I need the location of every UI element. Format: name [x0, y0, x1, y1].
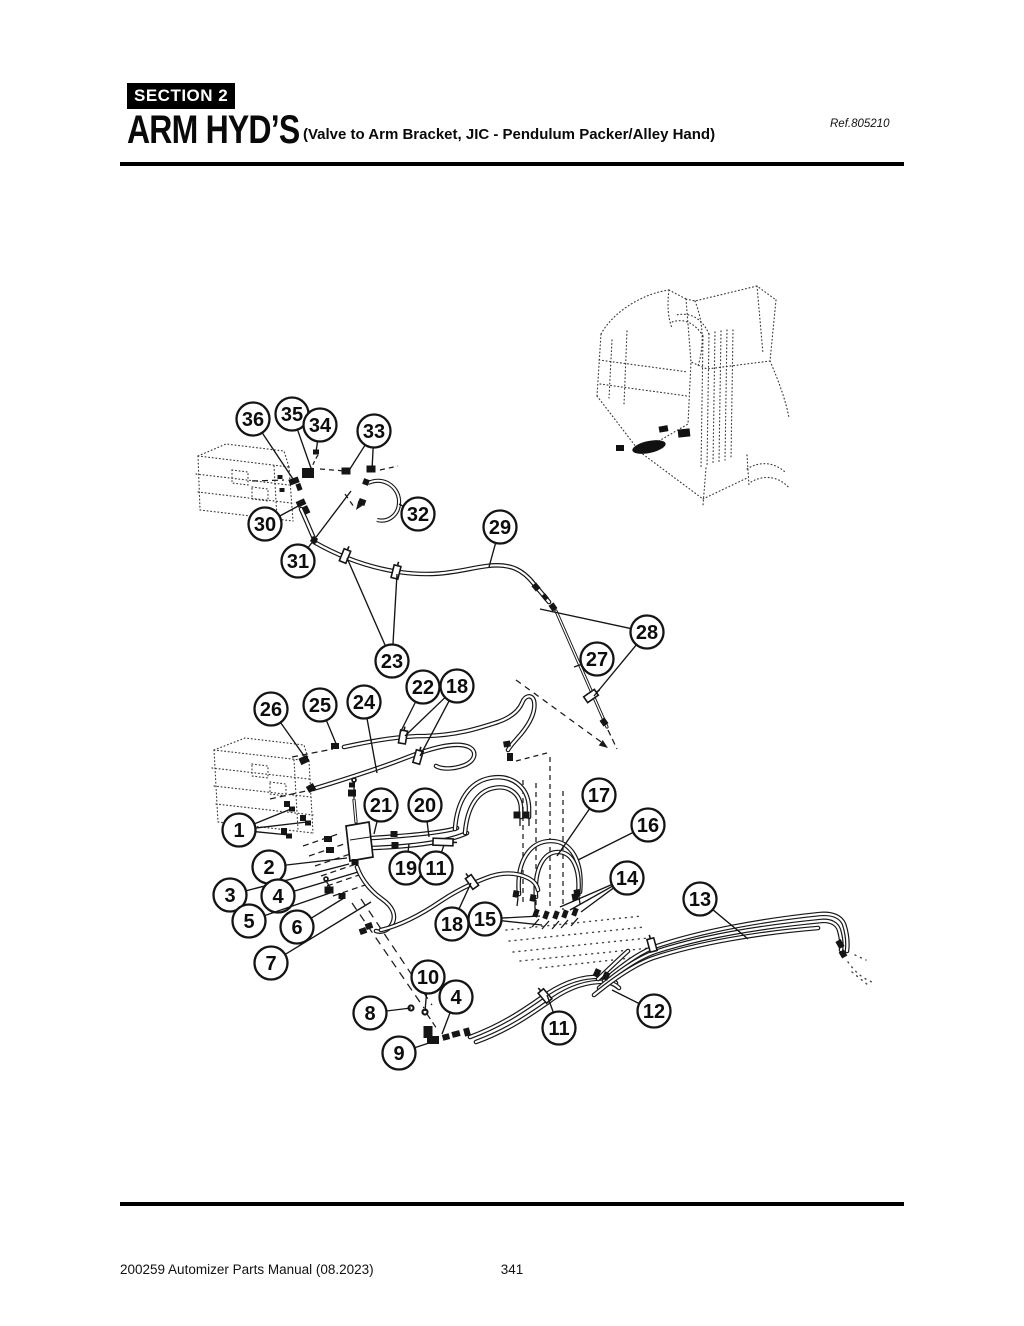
callout-9: 9 — [381, 1035, 436, 1071]
svg-text:11: 11 — [425, 858, 446, 880]
svg-text:33: 33 — [363, 421, 385, 443]
callout-35: 35 — [274, 396, 313, 472]
svg-text:32: 32 — [407, 504, 429, 526]
svg-text:1: 1 — [233, 820, 244, 842]
reference-number: Ref.805210 — [830, 118, 890, 130]
svg-text:12: 12 — [643, 1001, 665, 1023]
svg-text:4: 4 — [450, 987, 462, 1009]
svg-text:29: 29 — [489, 517, 511, 539]
callout-6: 6 — [279, 897, 345, 945]
svg-text:13: 13 — [689, 889, 711, 911]
callout-34: 34 — [302, 407, 338, 453]
callout-8: 8 — [352, 995, 412, 1031]
footer-manual-name: 200259 Automizer Parts Manual (08.2023) — [120, 1262, 374, 1277]
callout-28: 28 — [539, 608, 665, 697]
callout-24: 24 — [346, 684, 382, 774]
svg-text:3: 3 — [224, 885, 235, 907]
svg-text:9: 9 — [393, 1043, 404, 1065]
svg-text:20: 20 — [414, 795, 436, 817]
callout-27: 27 — [573, 641, 615, 677]
callout-21: 21 — [363, 787, 399, 835]
callout-18: 18 — [404, 668, 475, 757]
svg-text:14: 14 — [616, 868, 639, 890]
svg-text:26: 26 — [260, 699, 282, 721]
svg-text:5: 5 — [243, 911, 254, 933]
page-subtitle: (Valve to Arm Bracket, JIC - Pendulum Pa… — [303, 126, 716, 143]
callout-11: 11 — [541, 994, 577, 1046]
callout-36: 36 — [235, 401, 296, 483]
callout-20: 20 — [407, 787, 443, 838]
callout-7: 7 — [253, 901, 372, 981]
svg-text:7: 7 — [265, 953, 276, 975]
callout-17: 17 — [556, 777, 617, 857]
svg-text:34: 34 — [309, 415, 332, 437]
svg-text:10: 10 — [417, 967, 439, 989]
svg-text:24: 24 — [353, 692, 376, 714]
callout-19: 19 — [388, 843, 424, 886]
svg-text:23: 23 — [381, 651, 403, 673]
callout-4: 4 — [438, 979, 474, 1035]
callout-30: 30 — [247, 503, 303, 542]
callout-11: 11 — [418, 844, 454, 886]
callout-4: 4 — [260, 871, 359, 914]
hoses — [298, 478, 850, 1045]
svg-text:11: 11 — [548, 1018, 569, 1040]
callout-22: 22 — [399, 669, 441, 734]
callout-13: 13 — [682, 881, 749, 940]
section-badge: SECTION 2 — [127, 83, 236, 109]
svg-text:31: 31 — [287, 551, 309, 573]
footer-page-number: 341 — [500, 1262, 524, 1277]
callout-10: 10 — [410, 959, 446, 1012]
svg-text:2: 2 — [263, 857, 274, 879]
callout-12: 12 — [611, 989, 672, 1029]
footer-rule — [120, 1202, 904, 1206]
dashed-lines — [251, 454, 618, 1030]
svg-text:30: 30 — [254, 514, 276, 536]
callout-1: 1 — [221, 808, 308, 848]
callout-3: 3 — [212, 863, 350, 913]
svg-text:16: 16 — [637, 815, 659, 837]
callout-31: 31 — [280, 490, 352, 579]
svg-text:19: 19 — [395, 858, 417, 880]
callout-32: 32 — [398, 496, 436, 532]
page-title: ARM HYD’S — [127, 108, 300, 152]
svg-text:6: 6 — [291, 917, 302, 939]
stippled-sketches — [195, 285, 873, 986]
svg-text:36: 36 — [242, 409, 264, 431]
svg-text:21: 21 — [370, 795, 392, 817]
header-rule — [120, 162, 904, 166]
svg-text:4: 4 — [272, 886, 284, 908]
fittings-and-clamps — [277, 449, 848, 1044]
svg-text:22: 22 — [412, 677, 434, 699]
callout-5: 5 — [231, 892, 331, 939]
svg-text:15: 15 — [474, 909, 496, 931]
machine-dark-details — [616, 425, 691, 454]
callout-29: 29 — [482, 509, 518, 568]
svg-text:8: 8 — [364, 1003, 375, 1025]
callout-26: 26 — [253, 691, 308, 761]
callout-23: 23 — [346, 557, 410, 679]
callout-33: 33 — [347, 413, 392, 473]
svg-text:35: 35 — [281, 404, 303, 426]
svg-text:28: 28 — [636, 622, 658, 644]
svg-text:17: 17 — [588, 785, 610, 807]
callout-16: 16 — [577, 807, 666, 861]
svg-text:27: 27 — [586, 649, 608, 671]
svg-text:25: 25 — [309, 695, 331, 717]
svg-text:18: 18 — [446, 676, 468, 698]
callout-2: 2 — [251, 849, 348, 885]
callout-14: 14 — [559, 860, 645, 913]
callout-18: 18 — [434, 882, 472, 942]
callout-15: 15 — [467, 901, 543, 937]
svg-text:18: 18 — [441, 914, 463, 936]
callout-25: 25 — [302, 687, 338, 747]
